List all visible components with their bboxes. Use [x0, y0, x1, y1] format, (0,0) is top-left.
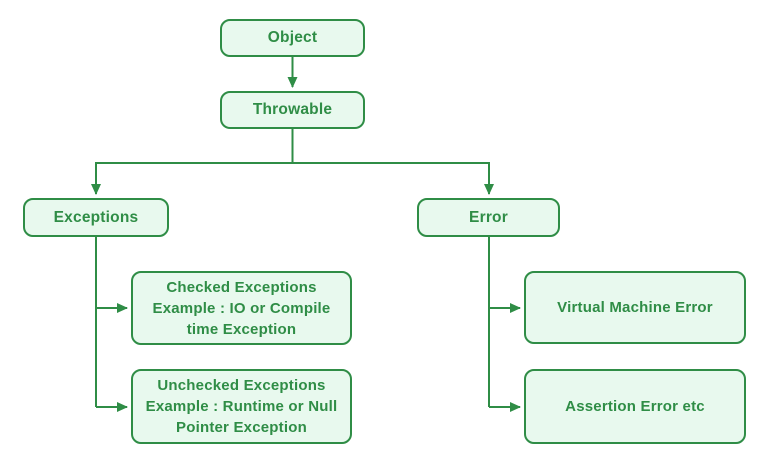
node-exceptions: Exceptions: [23, 198, 169, 237]
node-exceptions-label: Exceptions: [53, 208, 139, 226]
node-throwable-label: Throwable: [252, 101, 333, 119]
node-object: Object: [220, 19, 365, 57]
node-object-label: Object: [267, 29, 318, 47]
node-throwable: Throwable: [220, 91, 365, 129]
node-assertion-error: Assertion Error etc: [524, 369, 746, 444]
node-error-label: Error: [469, 208, 508, 226]
node-unchecked-exceptions-label: Unchecked Exceptions Example : Runtime o…: [145, 377, 338, 436]
node-assertion-error-label: Assertion Error etc: [565, 398, 705, 415]
node-virtual-machine-error-label: Virtual Machine Error: [557, 299, 713, 316]
node-checked-exceptions: Checked Exceptions Example : IO or Compi…: [131, 271, 352, 345]
node-unchecked-exceptions: Unchecked Exceptions Example : Runtime o…: [131, 369, 352, 444]
node-error: Error: [417, 198, 560, 237]
node-virtual-machine-error: Virtual Machine Error: [524, 271, 746, 344]
node-checked-exceptions-label: Checked Exceptions Example : IO or Compi…: [152, 278, 331, 338]
